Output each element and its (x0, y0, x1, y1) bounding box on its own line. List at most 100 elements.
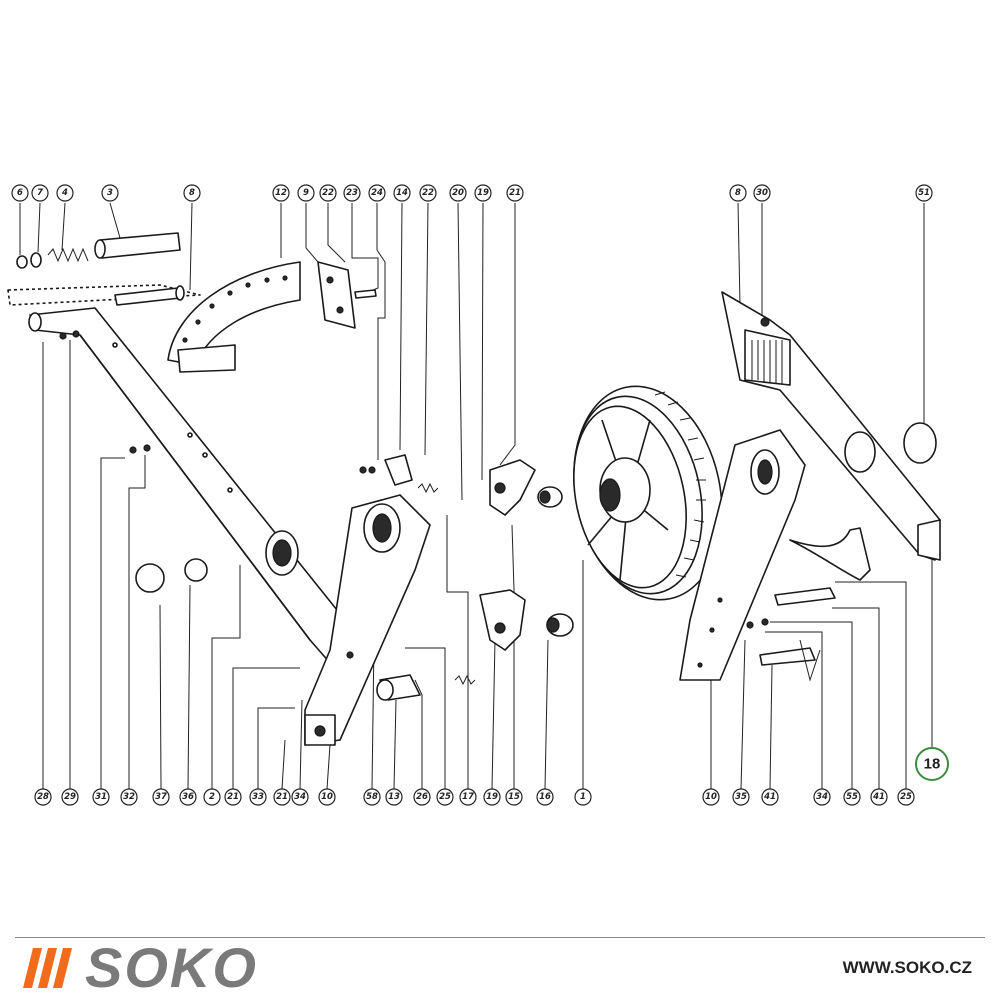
curved-bracket (167, 261, 301, 373)
top-callouts: 6 7 4 3 8 12 9 22 23 24 14 22 20 19 21 8… (11, 184, 933, 202)
svg-text:7: 7 (37, 188, 43, 198)
svg-text:12: 12 (275, 188, 287, 198)
svg-text:25: 25 (900, 792, 912, 802)
callout: 12 (272, 184, 290, 202)
svg-text:26: 26 (416, 792, 428, 802)
svg-text:21: 21 (509, 188, 521, 198)
small-plate (317, 261, 377, 329)
exploded-parts-diagram: 6 7 4 3 8 12 9 22 23 24 14 22 20 19 21 8… (7, 184, 949, 806)
svg-text:15: 15 (508, 792, 520, 802)
center-small-parts (359, 454, 574, 701)
svg-text:9: 9 (303, 188, 309, 198)
callout: 19 (474, 184, 492, 202)
callout: 24 (368, 184, 386, 202)
callout: 34 (813, 788, 831, 806)
svg-text:18: 18 (924, 756, 941, 773)
footer-divider (15, 937, 985, 938)
callout: 20 (449, 184, 467, 202)
svg-text:29: 29 (64, 792, 76, 802)
svg-text:21: 21 (276, 792, 288, 802)
svg-text:25: 25 (439, 792, 451, 802)
svg-text:22: 22 (322, 188, 334, 198)
callout: 8 (729, 184, 747, 202)
callout: 1 (574, 788, 592, 806)
svg-text:34: 34 (294, 792, 306, 802)
svg-text:2: 2 (209, 792, 215, 802)
svg-text:37: 37 (155, 792, 167, 802)
callout: 58 (363, 788, 381, 806)
svg-text:22: 22 (422, 188, 434, 198)
right-frame (721, 291, 941, 682)
svg-text:28: 28 (37, 792, 49, 802)
callout: 10 (702, 788, 720, 806)
svg-text:10: 10 (705, 792, 717, 802)
callout: 13 (385, 788, 403, 806)
svg-text:1: 1 (580, 792, 586, 802)
callout: 6 (11, 184, 29, 202)
callout: 36 (179, 788, 197, 806)
callout: 51 (915, 184, 933, 202)
callout: 21 (224, 788, 242, 806)
callout: 16 (536, 788, 554, 806)
callout: 4 (56, 184, 74, 202)
callout: 17 (459, 788, 477, 806)
svg-text:55: 55 (846, 792, 858, 802)
svg-text:8: 8 (735, 188, 741, 198)
drive-wheel (573, 385, 723, 601)
callout: 21 (273, 788, 291, 806)
callout: 2 (203, 788, 221, 806)
svg-text:14: 14 (396, 188, 408, 198)
callout: 3 (101, 184, 119, 202)
left-arm-assembly (7, 232, 366, 681)
callout: 41 (870, 788, 888, 806)
callout: 31 (92, 788, 110, 806)
callout: 22 (319, 184, 337, 202)
svg-text:41: 41 (872, 792, 885, 802)
callout: 10 (318, 788, 336, 806)
callout: 9 (297, 184, 315, 202)
brand-logo: SOKO (23, 936, 258, 999)
svg-text:41: 41 (763, 792, 776, 802)
callout: 29 (61, 788, 79, 806)
svg-text:33: 33 (252, 792, 264, 802)
svg-text:31: 31 (95, 792, 107, 802)
svg-text:20: 20 (452, 188, 464, 198)
svg-text:17: 17 (462, 792, 474, 802)
svg-text:51: 51 (918, 188, 930, 198)
svg-text:16: 16 (539, 792, 551, 802)
callout: 7 (31, 184, 49, 202)
brand-name: SOKO (85, 936, 258, 999)
svg-text:21: 21 (227, 792, 239, 802)
callout: 22 (419, 184, 437, 202)
svg-text:8: 8 (189, 188, 195, 198)
svg-text:4: 4 (61, 188, 68, 198)
callout: 37 (152, 788, 170, 806)
svg-text:58: 58 (366, 792, 378, 802)
callout: 35 (732, 788, 750, 806)
svg-text:3: 3 (107, 188, 113, 198)
logo-stripes-icon (23, 948, 78, 988)
callout: 8 (183, 184, 201, 202)
svg-text:6: 6 (17, 188, 23, 198)
svg-text:30: 30 (756, 188, 768, 198)
svg-text:10: 10 (321, 792, 333, 802)
callout: 19 (483, 788, 501, 806)
callout: 55 (843, 788, 861, 806)
callout: 15 (505, 788, 523, 806)
callout: 28 (34, 788, 52, 806)
svg-text:13: 13 (388, 792, 400, 802)
website-url[interactable]: WWW.SOKO.CZ (842, 958, 972, 977)
svg-text:36: 36 (182, 792, 194, 802)
right-hanger (679, 429, 806, 681)
svg-text:19: 19 (486, 792, 498, 802)
svg-text:23: 23 (346, 188, 358, 198)
highlight-callout: 18 (915, 747, 949, 781)
callout: 30 (753, 184, 771, 202)
bottom-callouts: 28 29 31 32 37 36 2 21 33 21 34 10 58 13… (34, 788, 915, 806)
central-hanger (304, 494, 431, 746)
callout: 25 (436, 788, 454, 806)
callout: 41 (761, 788, 779, 806)
svg-text:34: 34 (816, 792, 828, 802)
callout: 34 (291, 788, 309, 806)
svg-text:19: 19 (477, 188, 489, 198)
